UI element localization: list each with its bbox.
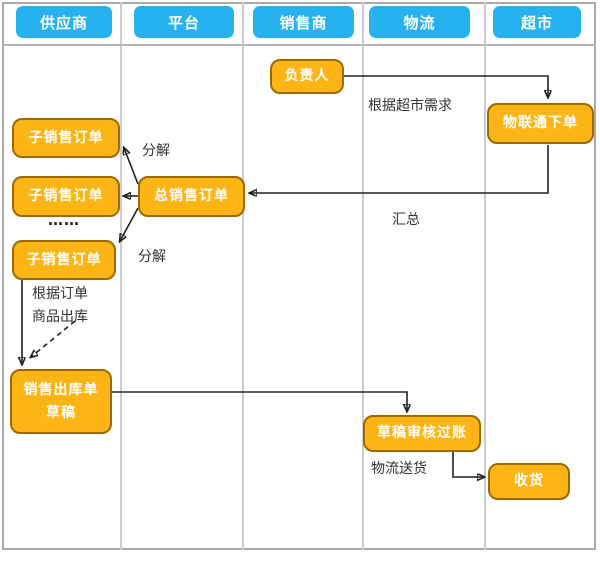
lane-divider [484,2,486,550]
label-ellipsis: …… [48,211,80,229]
node-sub-sales-order-1: 子销售订单 [12,118,120,158]
node-total-sales-order: 总销售订单 [138,176,245,217]
lane-divider [242,2,244,550]
header-divider [2,44,596,46]
node-sales-outbound-draft-line2: 草稿 [46,404,76,421]
label-per-supermarket-demand: 根据超市需求 [368,98,452,114]
lane-header-seller: 销售商 [253,6,354,38]
node-person-in-charge: 负责人 [270,59,344,94]
node-receive-goods: 收货 [488,463,570,500]
lane-header-platform: 平台 [134,6,234,38]
node-sales-outbound-draft-line1: 销售出库单 [23,382,99,399]
label-logistics-delivery: 物流送货 [371,461,427,477]
node-draft-audit-posting: 草稿审核过账 [363,415,481,452]
lane-divider [120,2,122,550]
diagram-border [2,2,596,550]
label-per-order: 根据订单 [32,286,88,302]
lane-header-supermarket: 超市 [493,6,581,38]
lane-divider [362,2,364,550]
label-decompose-1: 分解 [142,143,170,159]
label-goods-outbound: 商品出库 [32,309,88,325]
node-sales-outbound-draft: 销售出库单 草稿 [10,369,112,434]
label-decompose-2: 分解 [138,249,166,265]
lane-header-logistics: 物流 [369,6,470,38]
node-sub-sales-order-2: 子销售订单 [12,176,120,217]
node-iot-place-order: 物联通下单 [487,103,594,144]
label-summarize: 汇总 [392,212,420,228]
lane-header-supplier: 供应商 [16,6,112,38]
node-sub-sales-order-3: 子销售订单 [12,240,116,280]
